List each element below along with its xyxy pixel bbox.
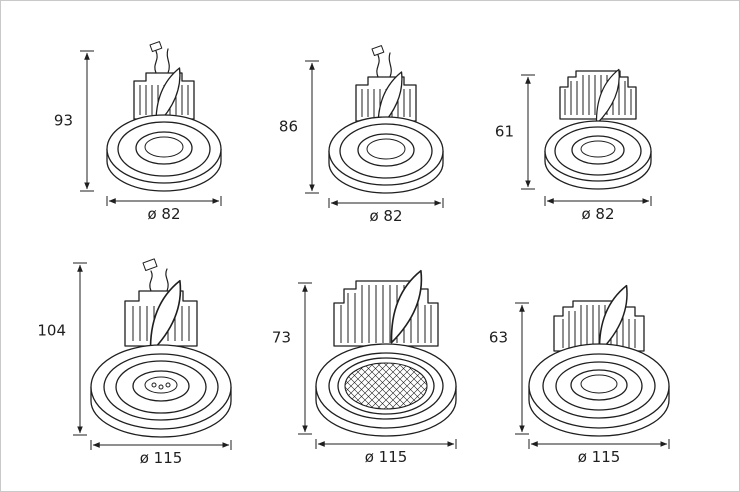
height-label: 104 bbox=[37, 322, 66, 340]
diameter-dimension: ø 82 bbox=[106, 196, 222, 223]
fixture-drawing bbox=[528, 284, 670, 437]
extension-ticks bbox=[90, 440, 232, 450]
cable-connector bbox=[371, 45, 385, 57]
fixture-bottom-center: 73 ø 115 bbox=[272, 269, 457, 466]
cable bbox=[149, 268, 169, 292]
fixture-drawing bbox=[328, 45, 444, 194]
diameter-dimension: ø 82 bbox=[328, 198, 444, 225]
extension-ticks bbox=[298, 282, 312, 435]
fixture-drawing bbox=[315, 269, 457, 437]
fixture-drawing bbox=[106, 41, 222, 192]
diameter-label: ø 115 bbox=[140, 449, 183, 467]
extension-ticks bbox=[328, 198, 444, 208]
height-label: 93 bbox=[54, 112, 73, 130]
height-dimension: 104 bbox=[37, 262, 87, 436]
height-dimension: 73 bbox=[272, 282, 312, 435]
extension-ticks bbox=[528, 439, 670, 449]
diameter-dimension: ø 115 bbox=[528, 439, 670, 466]
extension-ticks bbox=[515, 302, 529, 435]
extension-ticks bbox=[73, 262, 87, 436]
led-dot bbox=[158, 384, 164, 390]
lens-inner bbox=[580, 374, 618, 394]
heatsink-outline bbox=[333, 280, 439, 347]
diameter-dimension: ø 115 bbox=[90, 440, 232, 467]
height-dimension: 86 bbox=[279, 60, 319, 194]
extension-ticks bbox=[521, 74, 535, 190]
cable-connector bbox=[142, 258, 158, 272]
diameter-dimension: ø 82 bbox=[544, 196, 652, 223]
cable bbox=[376, 52, 392, 78]
extension-ticks bbox=[80, 50, 94, 192]
fixture-top-left: 93 ø 82 bbox=[54, 41, 222, 223]
cable bbox=[154, 48, 170, 74]
led-dot bbox=[151, 382, 157, 388]
fixture-drawing bbox=[90, 258, 232, 438]
fixture-drawing bbox=[544, 68, 652, 190]
fixture-bottom-right: 63 ø 115 bbox=[489, 284, 670, 466]
honeycomb-louver bbox=[344, 362, 428, 410]
height-label: 73 bbox=[272, 329, 291, 347]
extension-ticks bbox=[305, 60, 319, 194]
fixture-top-center: 86 ø 82 bbox=[279, 45, 444, 225]
led-dot bbox=[165, 382, 171, 388]
height-dimension: 63 bbox=[489, 302, 529, 435]
diameter-dimension: ø 115 bbox=[315, 439, 457, 466]
height-dimension: 93 bbox=[54, 50, 94, 192]
cable-connector bbox=[149, 41, 163, 53]
diameter-label: ø 82 bbox=[369, 207, 402, 225]
diameter-label: ø 82 bbox=[147, 205, 180, 223]
height-dimension: 61 bbox=[495, 74, 535, 190]
diameter-label: ø 115 bbox=[365, 448, 408, 466]
fixture-top-right: 61 ø 82 bbox=[495, 68, 652, 223]
lens-inner bbox=[144, 136, 184, 158]
extension-ticks bbox=[315, 439, 457, 449]
lens-inner bbox=[366, 138, 406, 160]
fixture-bottom-left: 104 ø 115 bbox=[37, 258, 232, 467]
height-label: 63 bbox=[489, 329, 508, 347]
extension-ticks bbox=[106, 196, 222, 206]
lens-inner bbox=[580, 140, 616, 158]
tilt-plate bbox=[390, 269, 423, 344]
diameter-label: ø 82 bbox=[581, 205, 614, 223]
diameter-label: ø 115 bbox=[578, 448, 621, 466]
height-label: 61 bbox=[495, 123, 514, 141]
extension-ticks bbox=[544, 196, 652, 206]
height-label: 86 bbox=[279, 118, 298, 136]
